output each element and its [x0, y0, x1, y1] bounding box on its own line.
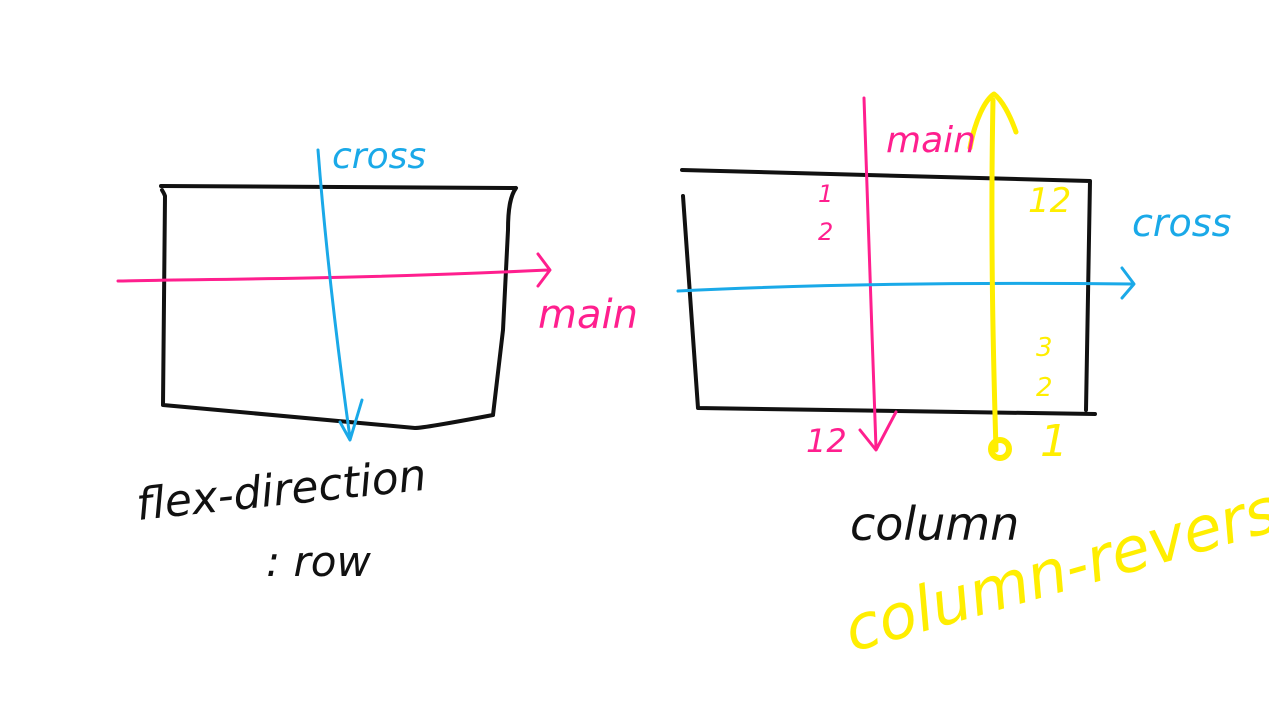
- row-main-label: main: [538, 292, 638, 338]
- column-main-label: main: [886, 120, 976, 161]
- row-main-axis-arrow: [116, 252, 552, 288]
- row-caption-line2: : row: [266, 537, 371, 586]
- column-order-12: 12: [806, 422, 847, 460]
- row-cross-axis-arrow: [316, 148, 364, 442]
- column-main-axis-arrow: [858, 96, 898, 452]
- column-reverse-caption: column-reverse: [836, 463, 1269, 667]
- row-cross-label: cross: [332, 136, 426, 177]
- column-order-2: 2: [818, 218, 833, 246]
- column-order-1: 1: [818, 180, 833, 208]
- column-reverse-axis-arrow: [967, 91, 1019, 453]
- reverse-order-12: 12: [1028, 181, 1071, 221]
- row-container-box: [159, 184, 518, 430]
- row-diagram: cross main flex-direction : row: [116, 136, 638, 586]
- column-container-box: [680, 168, 1097, 416]
- reverse-order-3: 3: [1036, 333, 1053, 363]
- reverse-order-2: 2: [1036, 373, 1053, 403]
- reverse-order-1: 1: [1040, 416, 1068, 467]
- column-cross-axis-arrow: [676, 266, 1136, 300]
- column-diagram: main cross 1 2 12 12 3 2 1 column column…: [676, 91, 1269, 667]
- row-caption-line1: flex-direction: [134, 450, 429, 531]
- column-reverse-start-dot: [988, 437, 1012, 461]
- column-caption: column: [850, 497, 1019, 551]
- column-cross-label: cross: [1132, 201, 1231, 245]
